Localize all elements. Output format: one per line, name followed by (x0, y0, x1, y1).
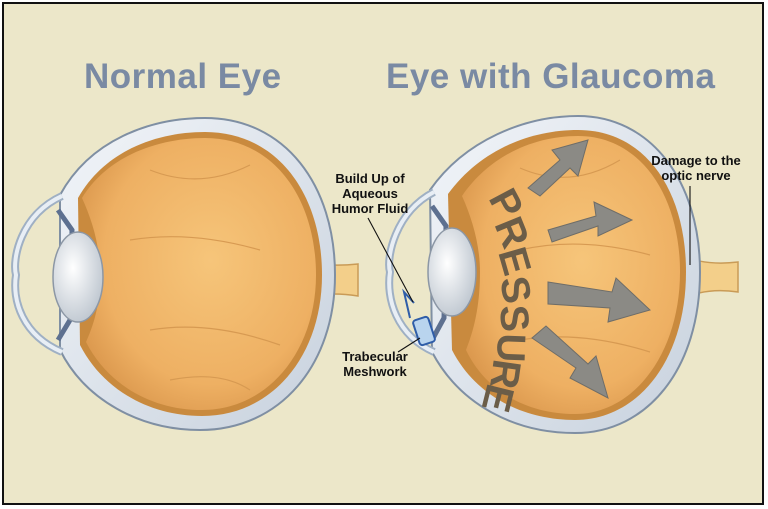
arrow-2 (547, 201, 634, 243)
glaucoma-eye (385, 114, 739, 435)
lens-glaucoma (427, 227, 477, 317)
pressure-letter: S (491, 304, 537, 334)
pressure-letter: R (481, 357, 529, 392)
label-damage-line1: Damage to the (651, 153, 741, 168)
label-buildup: Build Up of Aqueous Humor Fluid (320, 171, 420, 216)
leader-trabecular (397, 337, 421, 353)
label-buildup-line2: Aqueous (342, 186, 398, 201)
normal-eye (11, 116, 359, 432)
label-damage: Damage to the optic nerve (640, 153, 752, 183)
arrow-1 (527, 139, 589, 197)
title-glaucoma-eye: Eye with Glaucoma (386, 57, 716, 96)
trabecular-meshwork (412, 315, 436, 347)
arrow-4 (531, 325, 609, 399)
arrow-3 (547, 277, 651, 323)
label-trabecular-line1: Trabecular (342, 349, 408, 364)
label-buildup-line1: Build Up of (335, 171, 405, 186)
leader-buildup (367, 217, 414, 303)
label-buildup-line3: Humor Fluid (331, 201, 409, 216)
label-trabecular: Trabecular Meshwork (330, 349, 420, 379)
label-damage-line2: optic nerve (661, 168, 731, 183)
vitreous-glaucoma (462, 136, 680, 414)
lens-normal (52, 231, 104, 323)
vitreous-normal (82, 138, 316, 410)
leader-lines (367, 186, 691, 353)
label-trabecular-line2: Meshwork (343, 364, 407, 379)
pressure-arrows (527, 139, 651, 399)
pressure-letter: U (488, 333, 533, 363)
title-normal-eye: Normal Eye (84, 57, 282, 96)
pressure-text: P R E S S U R E (473, 182, 539, 417)
